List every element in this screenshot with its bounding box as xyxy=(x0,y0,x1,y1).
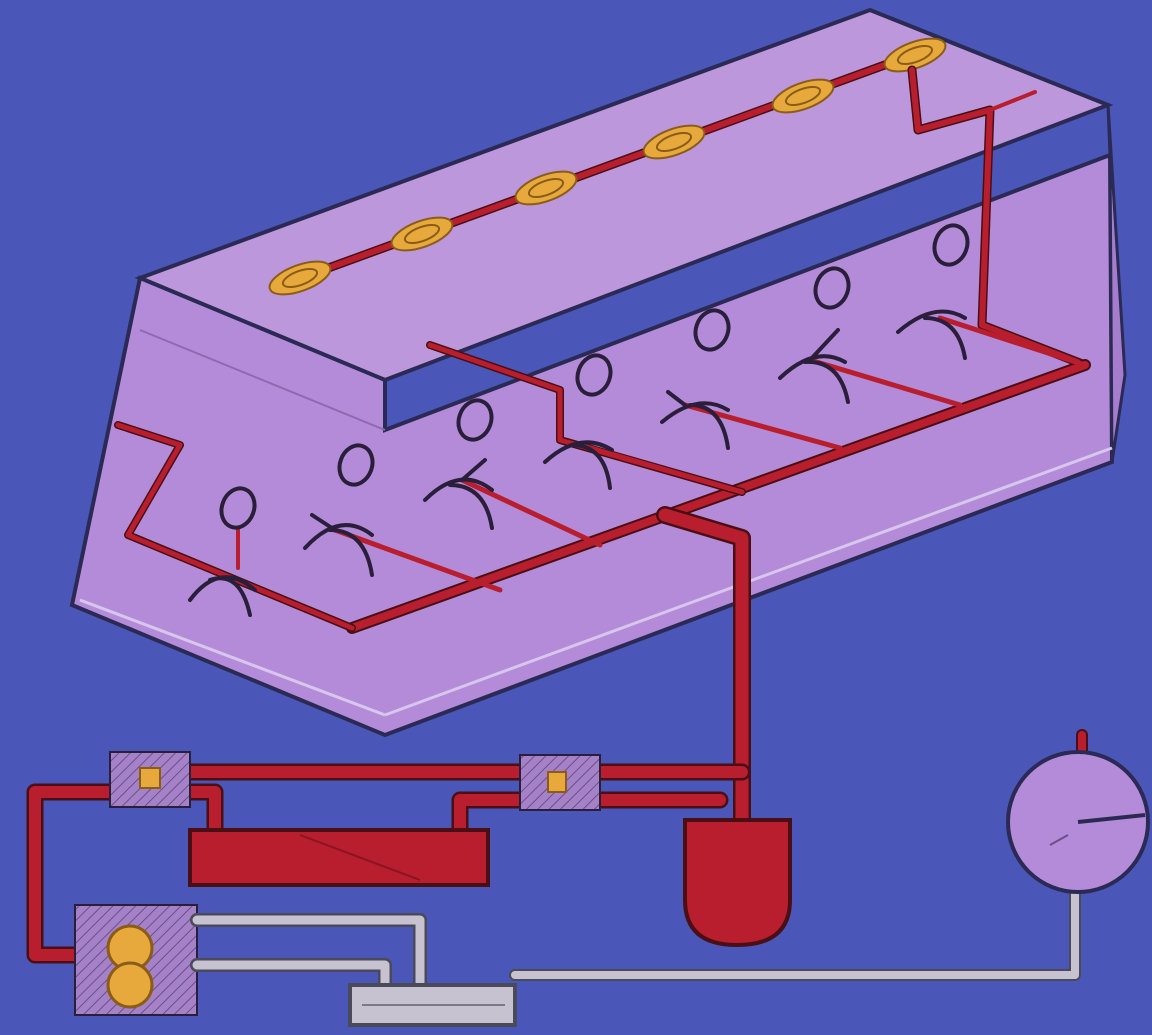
oil-cooler xyxy=(190,830,488,885)
relief-valve xyxy=(110,752,190,807)
gear-oil-pump xyxy=(75,905,197,1015)
block-end-face xyxy=(1108,105,1125,462)
oil-pressure-gauge xyxy=(1008,752,1148,892)
oil-filter xyxy=(685,820,790,945)
bypass-valve xyxy=(520,755,600,810)
